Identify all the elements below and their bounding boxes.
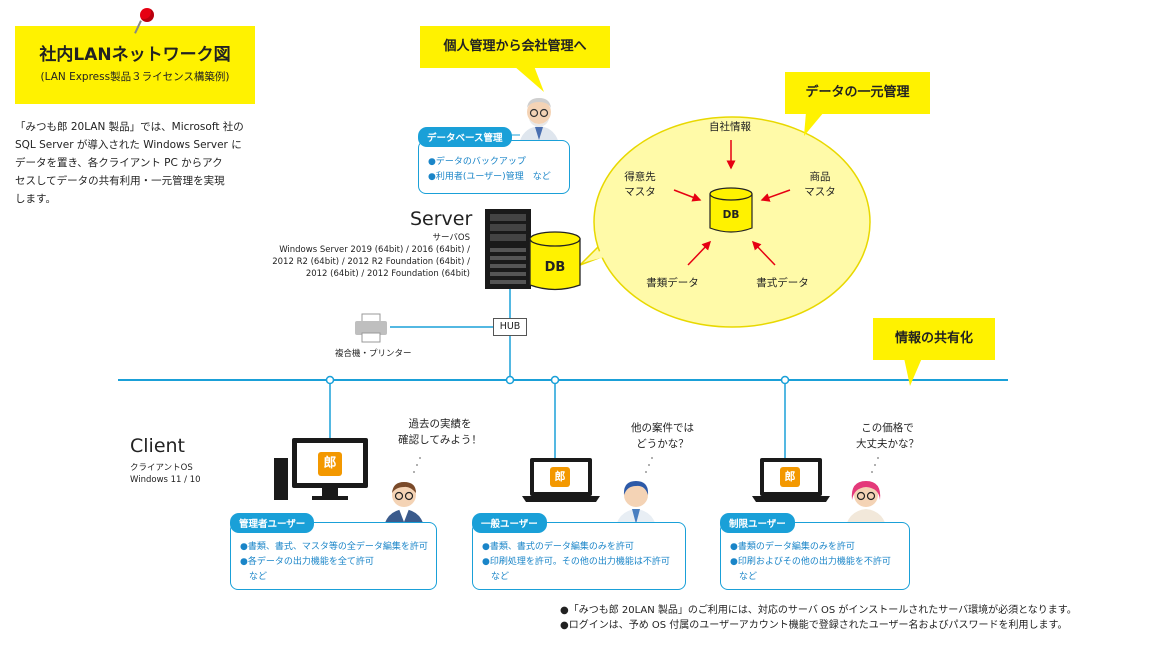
admin-user-card [230, 522, 437, 590]
page-title: 社内LANネットワーク図 [39, 45, 231, 65]
node-product-master: 商品 マスタ [804, 171, 836, 198]
db-admin-card [418, 140, 570, 194]
hub-box: HUB [493, 318, 527, 336]
client-label: Client [130, 435, 186, 457]
callout-tail [514, 66, 544, 92]
limited-user-card [720, 522, 910, 590]
db-admin-line: ●データのバックアップ [428, 157, 526, 167]
server-tower-icon [485, 209, 531, 289]
node-dot [325, 375, 335, 385]
push-pin-icon [140, 8, 154, 22]
speech-general: 他の案件では どうかな？ [631, 422, 694, 450]
central-db-icon [709, 187, 753, 233]
admin-user-title: 管理者ユーザー [230, 513, 315, 533]
title-box: 社内LANネットワーク図 (LAN Express製品３ライセンス構築例) [15, 26, 255, 104]
general-user-title: 一般ユーザー [472, 513, 547, 533]
footnotes: ●「みつも郎 20LAN 製品」のご利用には、対応のサーバ OS がインストール… [560, 605, 1077, 631]
limited-user-line: ●印刷およびその他の出力機能を不許可 [730, 557, 891, 567]
arrow [673, 189, 702, 202]
speech-admin: 過去の実績を 確認してみよう！ [398, 418, 482, 446]
db-admin-title: データベース管理 [418, 127, 512, 147]
server-label: Server [410, 208, 473, 230]
node-company-info: 自社情報 [709, 121, 751, 133]
general-user-line: ●書類、書式のデータ編集のみを許可 [482, 542, 634, 552]
arrow [751, 240, 776, 266]
limited-user-title: 制限ユーザー [720, 513, 795, 533]
node-document-data: 書類データ [646, 277, 699, 289]
node-format-data: 書式データ [756, 277, 809, 289]
printer-label: 複合機・プリンター [335, 349, 412, 359]
node-dot [505, 375, 515, 385]
limited-user-line: など [730, 572, 758, 582]
admin-user-line: ●各データの出力機能を全て許可 [240, 557, 374, 567]
intro-text: 「みつも郎 20LAN 製品」では、Microsoft 社の SQL Serve… [15, 121, 244, 205]
callout-data-unify: データの一元管理 [785, 72, 930, 114]
printer-icon [355, 313, 387, 343]
callout-company-management: 個人管理から会社管理へ [420, 26, 610, 68]
app-icon: 郎 [550, 467, 570, 487]
db-admin-line: ●利用者(ユーザー)管理 など [428, 172, 551, 182]
central-db-label: DB [722, 209, 740, 221]
arrow [687, 240, 712, 266]
server-os-text: サーバOS Windows Server 2019 (64bit) / 2016… [272, 233, 470, 279]
node-dot [780, 375, 790, 385]
arrow [760, 189, 791, 202]
general-user-line: ●印刷処理を許可。その他の出力機能は不許可 [482, 557, 670, 567]
speech-limited: この価格で 大丈夫かな？ [856, 422, 919, 450]
app-icon: 郎 [780, 467, 800, 487]
node-customer-master: 得意先 マスタ [624, 171, 656, 198]
limited-user-line: ●書類のデータ編集のみを許可 [730, 542, 855, 552]
db-arrows [673, 140, 791, 266]
app-icon: 郎 [318, 452, 342, 476]
general-user-line: など [482, 572, 510, 582]
admin-user-line: ●書類、書式、マスタ等の全データ編集を許可 [240, 542, 428, 552]
node-dot [550, 375, 560, 385]
callout-tail [904, 358, 922, 386]
client-os-text: クライアントOS Windows 11 / 10 [130, 463, 201, 485]
server-db-label: DB [544, 260, 566, 275]
server-db-icon [529, 231, 581, 291]
limited-user-avatar [845, 481, 887, 532]
general-user-card [472, 522, 686, 590]
callout-tail [804, 112, 824, 136]
page-subtitle: (LAN Express製品３ライセンス構築例) [40, 71, 230, 83]
admin-user-line: など [240, 572, 268, 582]
callout-info-sharing: 情報の共有化 [873, 318, 995, 360]
